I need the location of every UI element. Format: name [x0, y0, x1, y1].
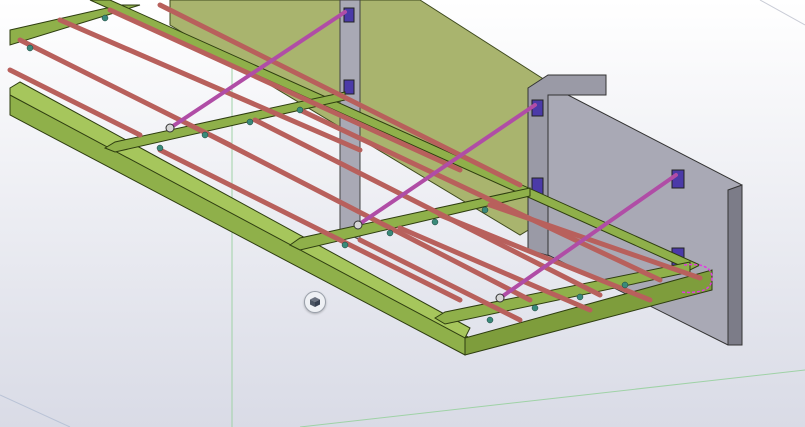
cross-beam — [289, 187, 531, 251]
rod-fitting — [495, 293, 505, 303]
viewport-corner-line — [759, 0, 805, 26]
rod-fitting — [353, 220, 363, 230]
grid-line-diagonal — [299, 369, 805, 427]
embed-plate — [343, 79, 355, 95]
tie-rod-group — [168, 10, 678, 300]
grid-line-left — [0, 394, 71, 427]
concrete-slab-edge — [727, 184, 743, 346]
bolt-group — [26, 14, 629, 324]
selection-highlight[interactable] — [679, 263, 713, 294]
navigation-cube-button[interactable] — [304, 291, 326, 313]
embed-plate — [671, 169, 685, 189]
rod-fitting — [165, 123, 175, 133]
navigation-cube-icon — [310, 297, 320, 307]
